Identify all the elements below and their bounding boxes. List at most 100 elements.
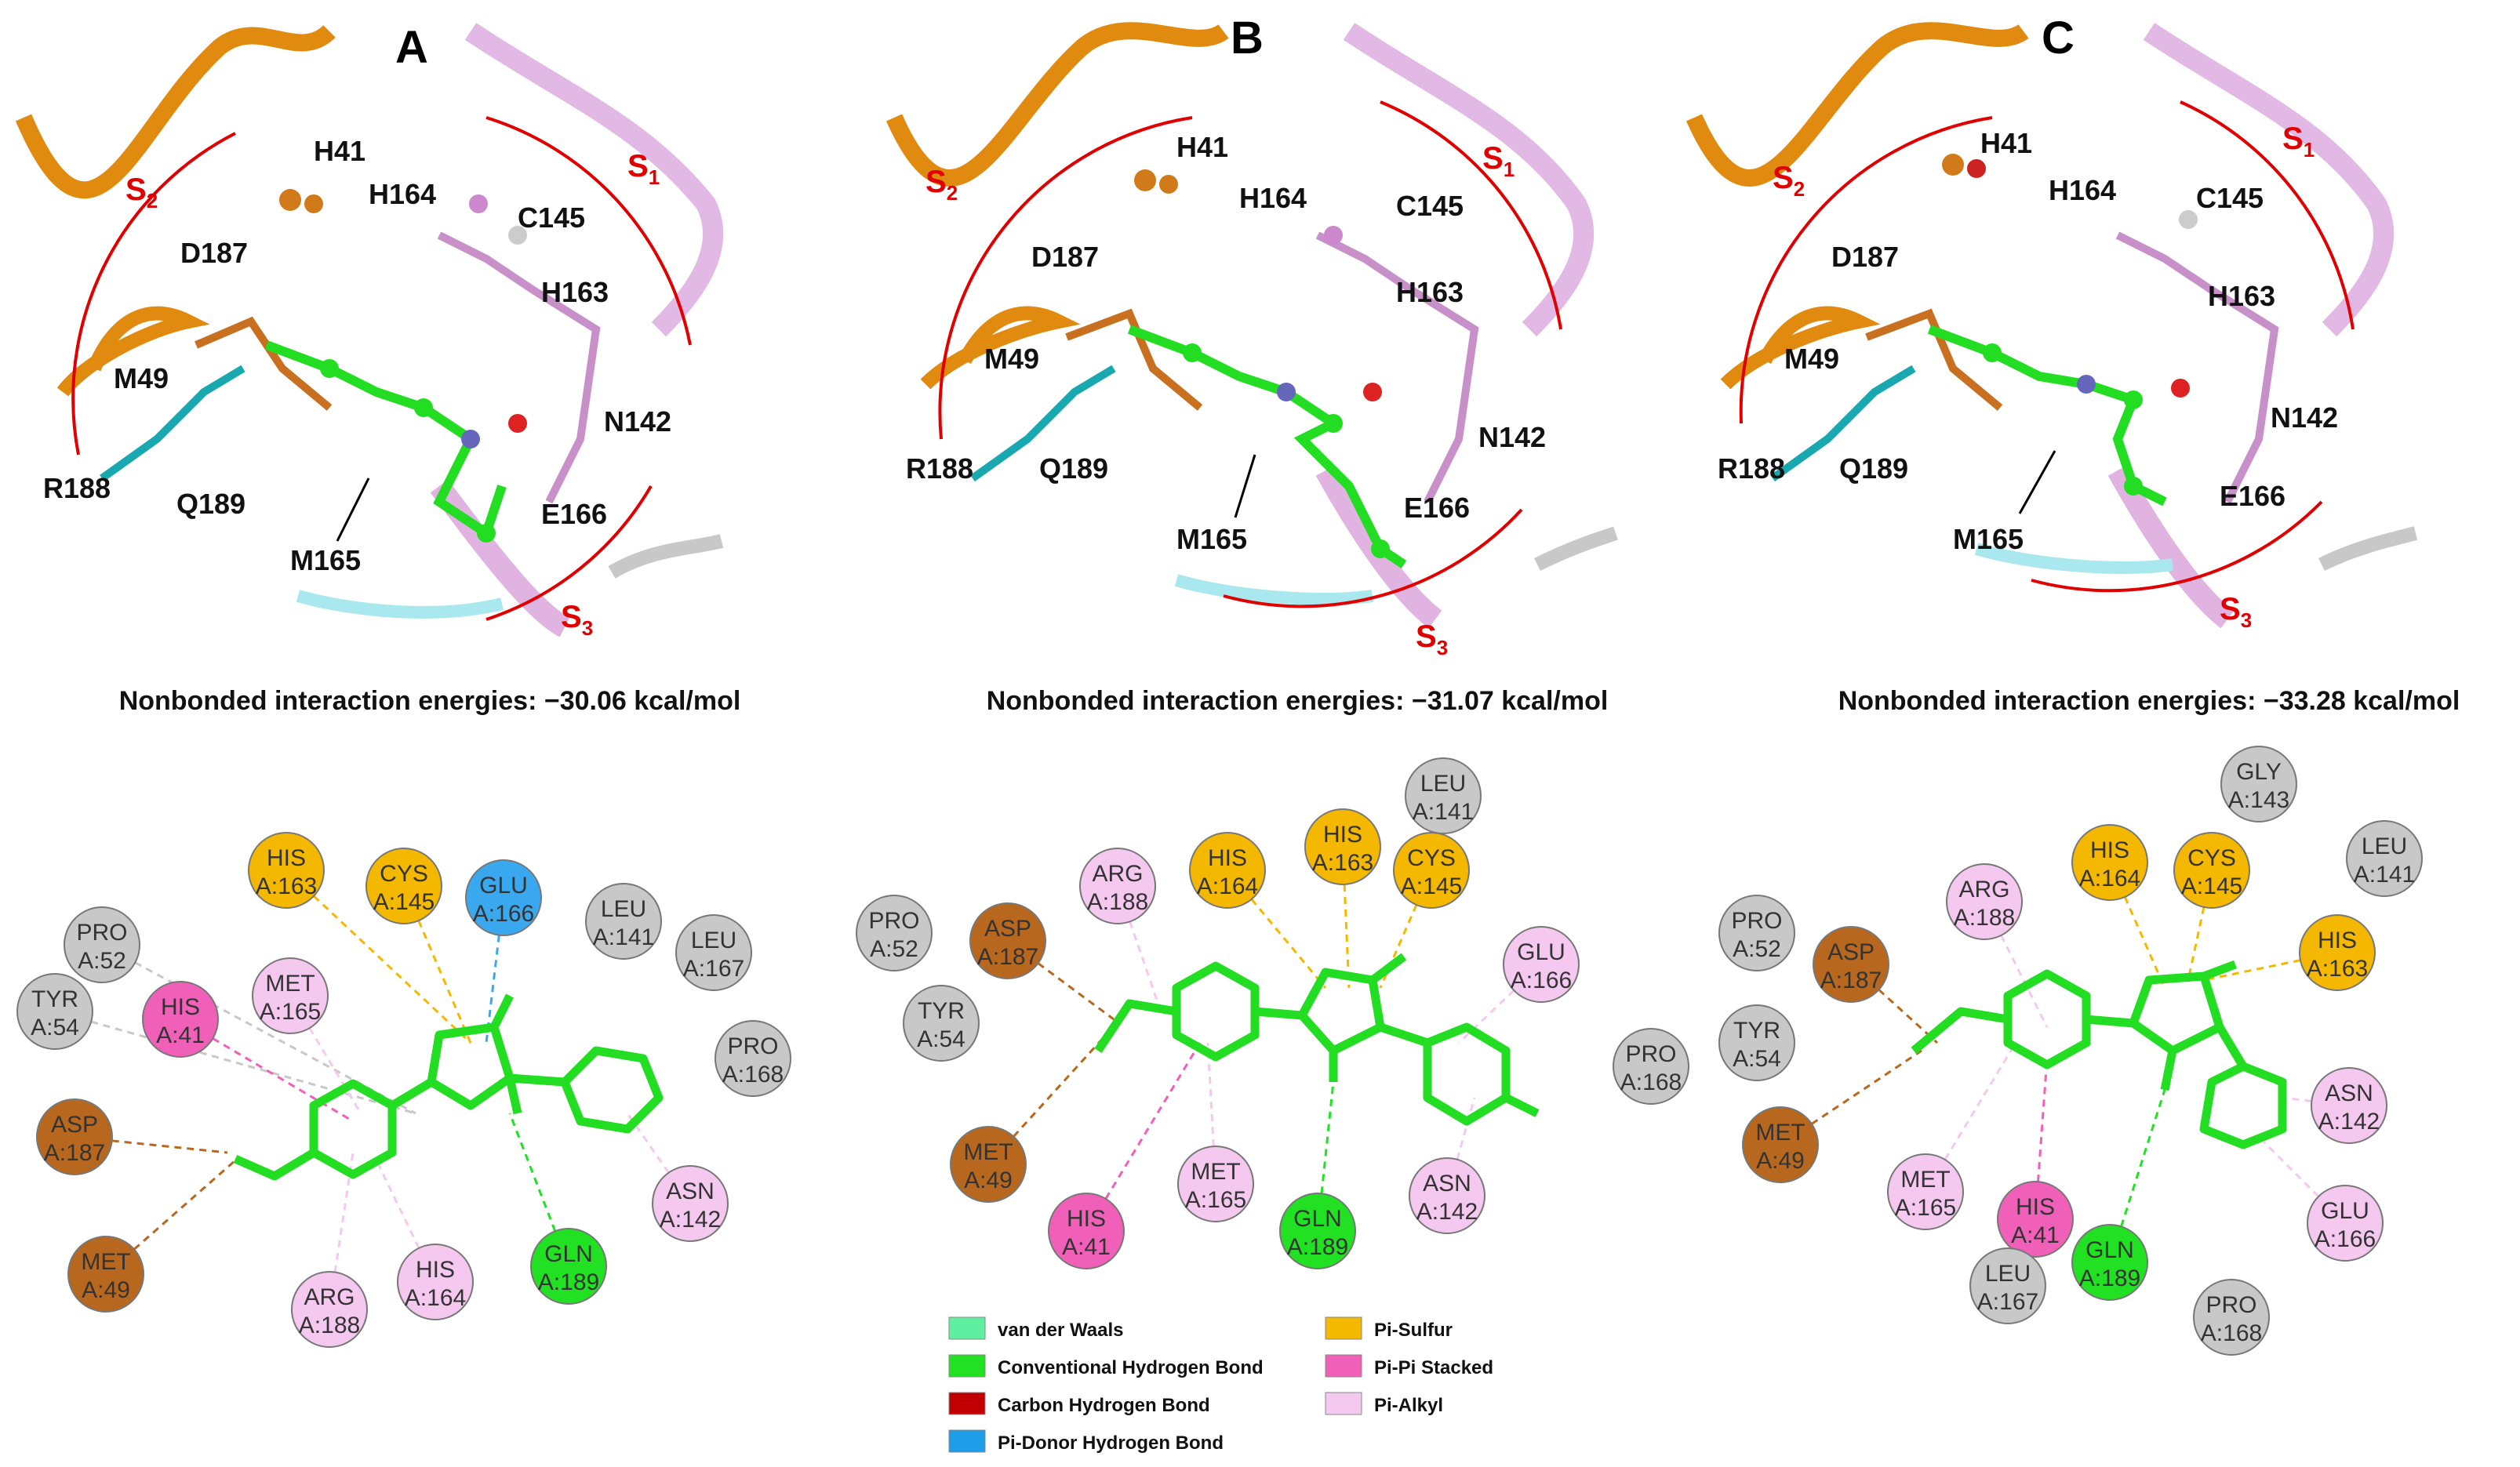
residue-node-circle — [465, 859, 542, 936]
residue-label: E166 — [1404, 492, 1470, 524]
residue-node-label: GLU — [1517, 939, 1565, 965]
residue-node-circle — [1393, 832, 1470, 909]
residue-label: M49 — [114, 362, 169, 394]
legend-label: Pi-Pi Stacked — [1374, 1357, 1493, 1378]
residue-node-label: ASN — [2325, 1080, 2373, 1106]
residue-node-label: PRO — [1625, 1041, 1676, 1067]
residue-node-circle — [2346, 820, 2423, 897]
residue-node-label: HIS — [416, 1257, 455, 1283]
residue-node-label: CYS — [380, 861, 428, 887]
site-label-s1: S1 — [627, 149, 660, 189]
residue-node-circle — [1503, 926, 1580, 1003]
residue-node-label: A:166 — [473, 901, 534, 927]
residue-node-label: PRO — [727, 1033, 778, 1059]
site-label-s1: S1 — [1482, 141, 1515, 181]
residue-node-label: A:189 — [1287, 1234, 1348, 1260]
residue-node-label: A:142 — [660, 1207, 721, 1233]
legend-swatch-carbon-hb — [948, 1392, 986, 1415]
legend-swatch-pi-donor — [948, 1429, 986, 1453]
residue-node-circle — [36, 1098, 113, 1175]
residue-node-label: ARG — [304, 1284, 355, 1310]
residue-node-circle — [1997, 1181, 2074, 1258]
residue-node-label: A:187 — [977, 944, 1038, 970]
m165-pointer — [1234, 454, 1256, 518]
residue-node: PRO A:168 — [715, 1020, 791, 1097]
pink-ribbon — [464, 23, 724, 337]
residue-node-label: HIS — [2318, 928, 2357, 953]
residue-node-circle — [1946, 863, 2023, 940]
residue-node-circle — [1409, 1157, 1485, 1234]
residue-node-label: A:187 — [1820, 968, 1882, 993]
site-label-s3: S3 — [2220, 592, 2252, 632]
residue-node-circle — [1742, 1106, 1819, 1183]
residue-node-label: ASP — [1827, 939, 1875, 965]
residue-nodes: PROA:52ASPA:187TYRA:54ARGA:188HISA:164HI… — [856, 757, 1689, 1269]
residue-node-circle — [903, 985, 980, 1062]
site-arc-s2 — [71, 132, 236, 456]
legend-label: Pi-Sulfur — [1374, 1320, 1453, 1341]
cyan-ribbon — [1174, 574, 1374, 605]
residue-node-circle — [1048, 1193, 1125, 1269]
orange-loop — [56, 306, 210, 397]
residue-node-circle — [715, 1020, 791, 1097]
residue-label: N142 — [2271, 401, 2338, 434]
residue-node-label: A:187 — [44, 1140, 105, 1166]
residue-node-label: A:168 — [722, 1062, 784, 1088]
residue-node-label: GLN — [2085, 1237, 2134, 1263]
residue-node-label: A:163 — [256, 873, 317, 899]
ligand-sticks — [1927, 325, 2167, 507]
grey-ribbon — [608, 534, 724, 579]
residue-node: ASN A:142 — [652, 1165, 729, 1242]
site-label-s2: S2 — [125, 172, 158, 212]
interaction-line — [285, 869, 472, 1044]
site-label-s3: S3 — [1416, 619, 1448, 659]
residue-label: N142 — [604, 405, 671, 438]
residue-node-label: A:52 — [78, 948, 126, 974]
residue-node-label: A:54 — [31, 1015, 79, 1040]
residue-node-circle — [365, 848, 442, 924]
residue-node-circle — [67, 1236, 144, 1313]
residue-node-label: LEU — [1985, 1261, 2031, 1287]
residue-node-circle — [1189, 832, 1266, 909]
orange-ribbon — [885, 22, 1229, 187]
energy-caption-b: Nonbonded interaction energies: −31.07 k… — [987, 686, 1609, 716]
panel-b-letter: B — [1231, 13, 1264, 64]
interaction-line — [2203, 951, 2338, 982]
m165-pointer — [336, 478, 370, 542]
residue-node-circle — [2071, 824, 2148, 901]
residue-node-label: A:164 — [405, 1285, 466, 1311]
residue-node-label: ASN — [666, 1178, 715, 1204]
cyan-ribbon — [296, 590, 504, 619]
ligand-atom — [1363, 383, 1382, 401]
residue-node-circle — [1718, 895, 1795, 971]
residue-node-label: MET — [1191, 1159, 1240, 1185]
energy-caption-c: Nonbonded interaction energies: −33.28 k… — [1838, 686, 2460, 716]
panel-b-2d-diagram: PROA:52ASPA:187TYRA:54ARGA:188HISA:164HI… — [856, 757, 1689, 1269]
site-arc-s3 — [2031, 500, 2323, 593]
ligand-atom — [1324, 414, 1343, 433]
interaction-line — [2108, 862, 2166, 989]
interaction-line — [2282, 1096, 2350, 1107]
residue-node-circle — [1613, 1028, 1689, 1105]
legend-swatch-vdw — [948, 1316, 986, 1340]
orange-ribbon — [1685, 22, 2029, 187]
residue-label: H41 — [1176, 131, 1228, 163]
